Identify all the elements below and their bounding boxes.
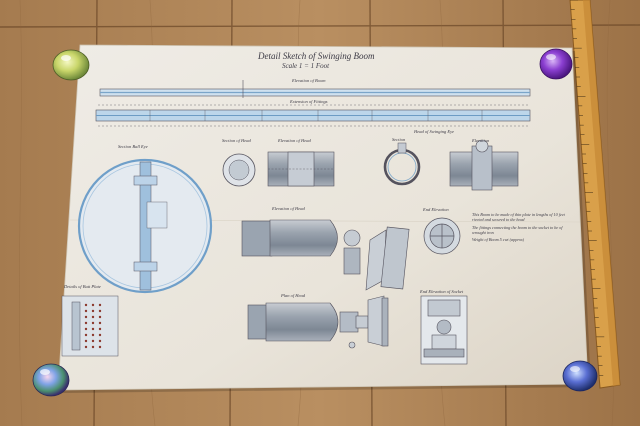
socket-end-elevation	[420, 295, 468, 365]
rivet-dot	[91, 327, 95, 331]
label-section-of-head: Section of Head	[222, 138, 251, 143]
rivet-dot	[98, 321, 102, 325]
label-end-elevation: End Elevation	[423, 207, 449, 212]
rivet-dots	[84, 303, 102, 349]
rivet-dot	[84, 303, 88, 307]
note-line-3: Weight of Boom 5 cwt (approx)	[472, 237, 525, 243]
rivet-dot	[84, 315, 88, 319]
end-elevation	[423, 217, 461, 255]
note-line-1: This Boom to be made of thin plate in le…	[472, 212, 565, 223]
head-section	[222, 153, 256, 187]
ruler-ticks	[570, 0, 605, 376]
drawing-title: Detail Sketch of Swinging Boom	[258, 51, 375, 61]
rivet-dot	[98, 339, 102, 343]
mid-head-elevation	[241, 219, 410, 291]
paperweight-bottom-right	[562, 360, 598, 392]
label-mid-elevation: Elevation of Head	[272, 206, 305, 211]
rivet-dot	[91, 309, 95, 313]
rivet-dot	[98, 303, 102, 307]
rivet-dot	[84, 321, 88, 325]
rivet-dot	[98, 315, 102, 319]
rivet-dot	[91, 345, 95, 349]
label-boom-elevation: Elevation of Boom	[292, 78, 326, 83]
rivet-dot	[98, 327, 102, 331]
head-plan	[247, 295, 389, 349]
rivet-dot	[98, 333, 102, 337]
label-right-elevation: Elevation	[472, 138, 490, 143]
drawing-scale: Scale 1 = 1 Foot	[282, 62, 330, 70]
label-section: Section	[392, 137, 406, 142]
boom-elevation	[95, 80, 531, 127]
label-elevation-of-head: Elevation of Head	[278, 138, 311, 143]
ball-eye-section	[77, 158, 213, 294]
rivet-dot	[84, 345, 88, 349]
rivet-dot	[91, 315, 95, 319]
label-swinging-eye: Head of Swinging Eye	[414, 129, 455, 134]
rivet-dot	[91, 333, 95, 337]
rivet-dot	[84, 333, 88, 337]
label-ball-eye-section: Section Ball Eye	[118, 144, 148, 149]
label-plan-of-head: Plan of Head	[281, 293, 305, 298]
folding-ruler	[569, 0, 621, 389]
rivet-dot	[84, 309, 88, 313]
right-elevation	[449, 139, 519, 191]
label-plate-detail: Details of Butt Plate	[64, 284, 101, 289]
rivet-dot	[98, 345, 102, 349]
paperweight-bottom-left	[32, 363, 70, 397]
rivet-dot	[91, 339, 95, 343]
plate-detail	[61, 295, 119, 357]
paperweight-top-left	[52, 49, 90, 81]
note-line-2: The fittings connecting the boom to the …	[472, 224, 563, 235]
label-socket-end-elevation: End Elevation of Socket	[420, 289, 464, 294]
paperweight-top-right	[539, 48, 573, 80]
swinging-eye-ring	[383, 142, 421, 186]
rivet-dot	[91, 303, 95, 307]
rivet-dot	[98, 309, 102, 313]
rivet-dot	[91, 321, 95, 325]
notes-block: This Boom to be made of thin plate in le…	[472, 212, 576, 244]
rivet-dot	[84, 339, 88, 343]
head-elevation	[267, 151, 335, 187]
label-extension-fittings: Extension of Fittings	[290, 99, 328, 104]
rivet-dot	[84, 327, 88, 331]
